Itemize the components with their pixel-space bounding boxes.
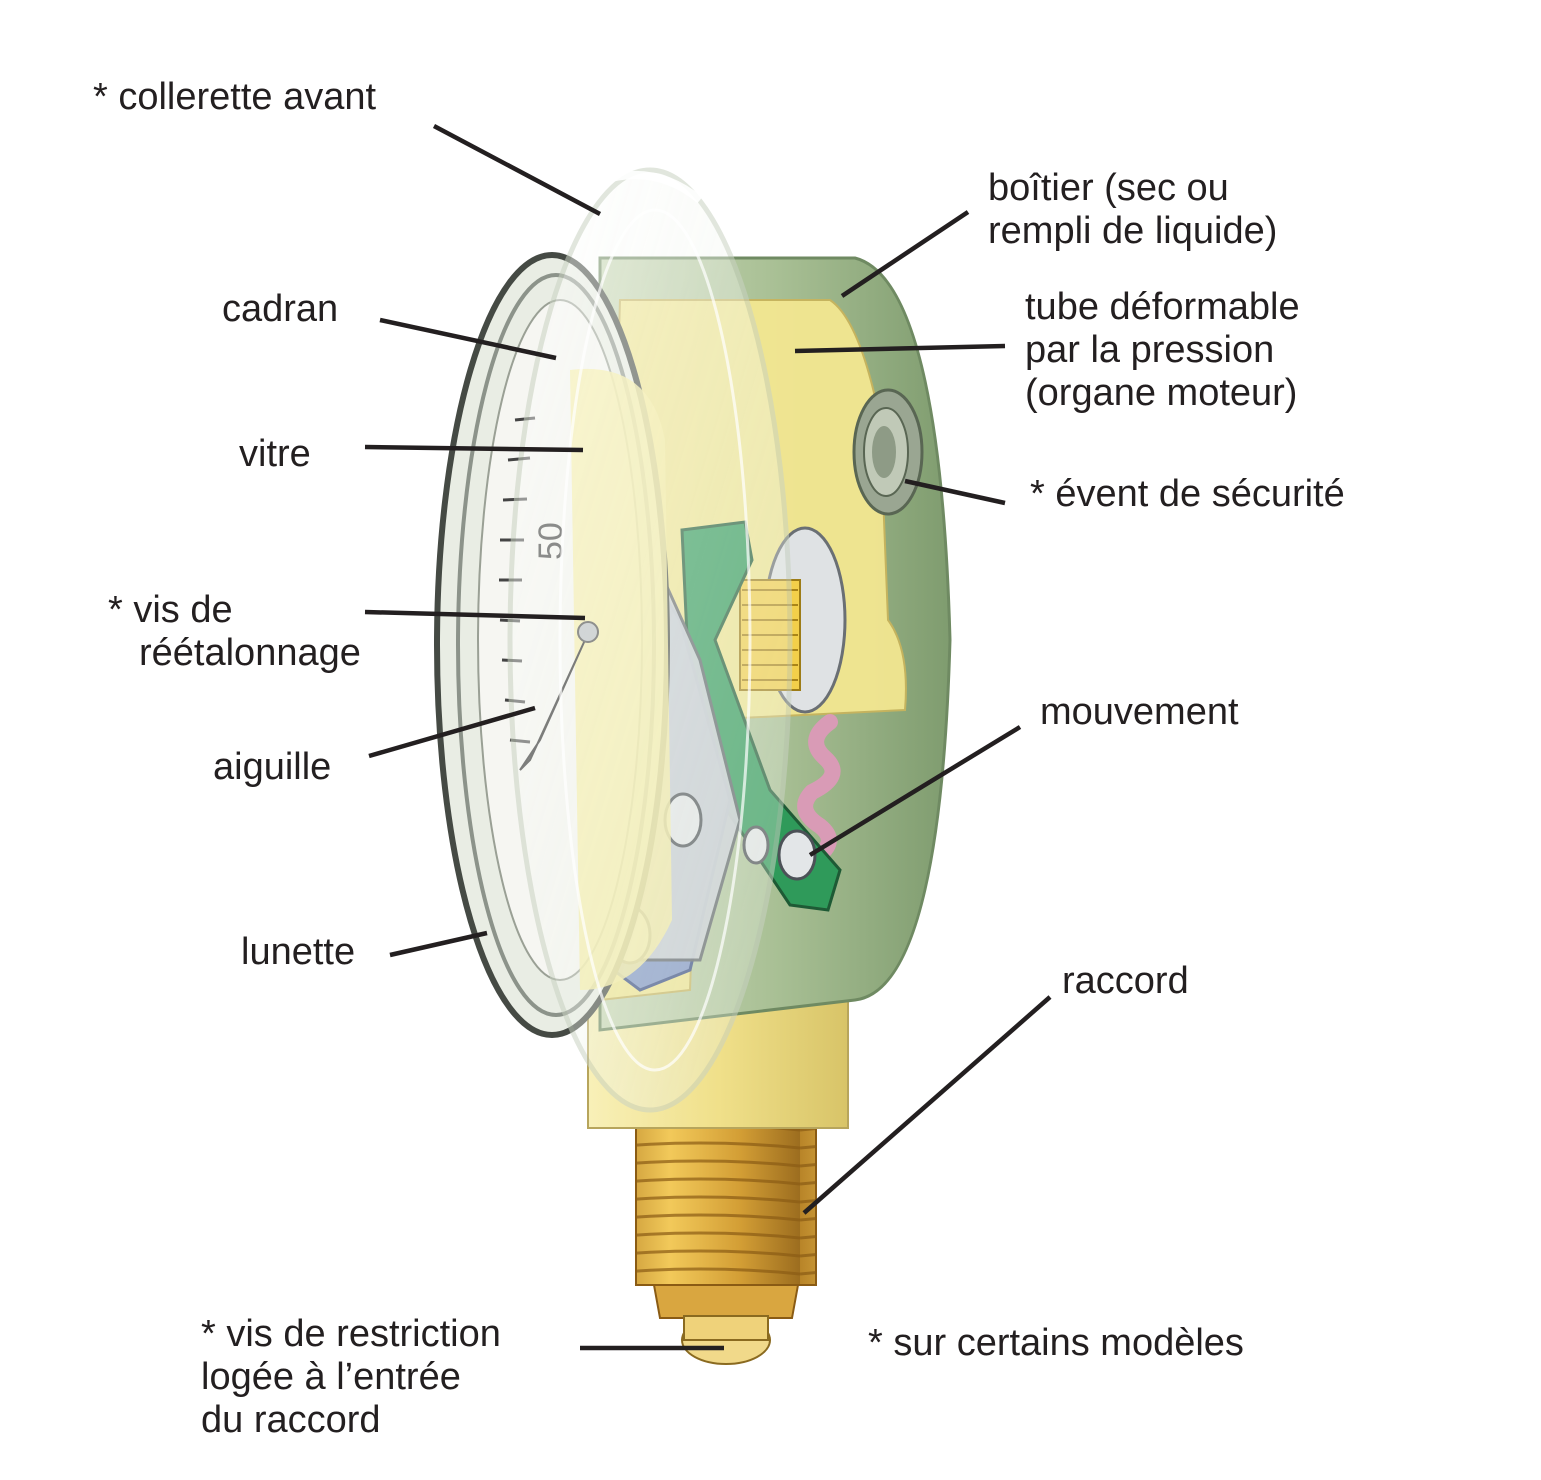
label-tube-line-2: par la pression: [1025, 329, 1275, 371]
label-lunette: lunette: [241, 931, 356, 973]
label-tube-line-3: (organe moteur): [1025, 372, 1298, 414]
label-vis-restriction-line-3: du raccord: [201, 1399, 381, 1441]
leader-collerette: [432, 124, 602, 216]
label-boitier-line-1: boîtier (sec ou: [988, 167, 1229, 209]
leader-cadran: [379, 317, 557, 361]
bourdon-tube: [797, 714, 841, 866]
leader-lunette: [389, 930, 488, 958]
label-boitier-line-2: rempli de liquide): [988, 210, 1278, 252]
label-tube-line-1: tube déformable: [1025, 286, 1300, 328]
label-vis-restriction: * vis de restriction logée à l’entrée du…: [201, 1313, 501, 1442]
leader-lines: [364, 124, 1052, 1351]
label-aiguille: aiguille: [213, 746, 332, 788]
leader-raccord: [802, 995, 1052, 1215]
leader-vis-reetalonnage: [364, 609, 586, 621]
leader-tube: [794, 343, 1006, 354]
leader-mouvement: [808, 725, 1022, 857]
label-vis-restriction-line-1: * vis de restriction: [201, 1313, 501, 1355]
label-mouvement: mouvement: [1040, 691, 1239, 733]
front-collar-glass: [507, 167, 793, 1113]
safety-vent: [852, 388, 924, 516]
label-vis-restriction-line-2: logée à l’entrée: [201, 1356, 461, 1398]
label-vis-reetalonnage: * vis de réétalonnage: [108, 589, 361, 675]
leader-boitier: [840, 210, 970, 298]
footnote-certains-modeles: * sur certains modèles: [868, 1322, 1244, 1364]
leader-aiguille: [368, 705, 536, 759]
leader-event: [904, 478, 1006, 506]
raccord-thread: [635, 1124, 817, 1365]
label-cadran: cadran: [222, 288, 339, 330]
label-vis-reetalonnage-line-2: réétalonnage: [139, 632, 361, 674]
label-raccord: raccord: [1062, 960, 1189, 1002]
label-boitier: boîtier (sec ou rempli de liquide): [988, 167, 1277, 253]
label-event-securite: * évent de sécurité: [1030, 473, 1345, 515]
leader-vitre: [364, 444, 584, 453]
label-vis-reetalonnage-line-1: * vis de: [108, 589, 233, 631]
label-vitre: vitre: [239, 433, 311, 475]
label-tube-deformable: tube déformable par la pression (organe …: [1025, 286, 1300, 415]
label-collerette-avant: * collerette avant: [93, 76, 377, 118]
